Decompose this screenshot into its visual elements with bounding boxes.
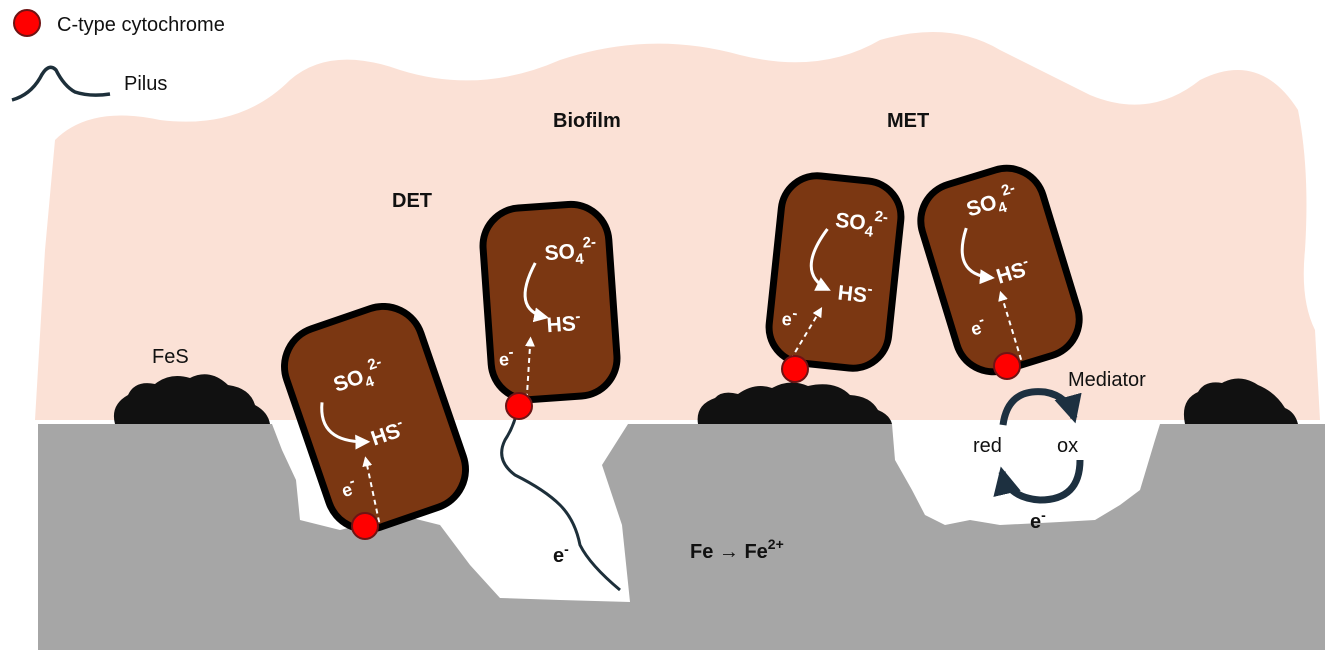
ox-label: ox	[1057, 435, 1078, 457]
legend-pilus-icon	[11, 65, 111, 102]
bacterium-cell-met-right: SO42- HS- e-	[917, 164, 1083, 376]
legend-cytochrome-label: C-type cytochrome	[57, 14, 225, 36]
mediator-label: Mediator	[1068, 369, 1146, 391]
pilus-electron-label: e-	[553, 541, 569, 567]
cytochrome	[505, 392, 533, 420]
svg-text:e-: e-	[967, 311, 989, 339]
cytochrome	[351, 512, 379, 540]
svg-text:SO42-: SO42-	[834, 204, 889, 242]
bacterium-cell-pilus: SO42- HS- e-	[479, 200, 621, 404]
legend-cytochrome-icon	[13, 9, 41, 37]
mediator-electron-label: e-	[1030, 507, 1046, 533]
red-label: red	[973, 435, 1002, 457]
biofilm	[35, 32, 1320, 420]
svg-text:HS-: HS-	[837, 277, 874, 307]
pilus	[500, 405, 621, 592]
met-label: MET	[887, 110, 929, 132]
bacterium-cell-det: SO42- HS- e-	[281, 302, 469, 534]
svg-text:HS-: HS-	[546, 308, 582, 337]
fes-label: FeS	[152, 346, 189, 368]
svg-text:SO42-: SO42-	[543, 234, 597, 271]
bacterium-cell-met-left: SO42- HS- e-	[765, 172, 905, 372]
fes-deposit	[113, 374, 270, 424]
fes-deposit	[697, 382, 892, 424]
cytochrome	[781, 355, 809, 383]
iron-oxidation-label: Fe → Fe2+	[690, 536, 784, 563]
legend-pilus-label: Pilus	[124, 73, 167, 95]
svg-text:e-: e-	[781, 304, 799, 330]
biofilm-label: Biofilm	[553, 110, 621, 132]
cytochrome	[993, 352, 1021, 380]
legend: C-type cytochrome Pilus	[11, 9, 225, 102]
svg-text:e-: e-	[337, 473, 359, 502]
svg-text:e-: e-	[498, 344, 515, 370]
mediator-redox-cycle	[993, 388, 1084, 504]
det-label: DET	[392, 190, 432, 212]
metal-substrate	[38, 424, 1325, 650]
fes-deposit	[1183, 378, 1298, 424]
